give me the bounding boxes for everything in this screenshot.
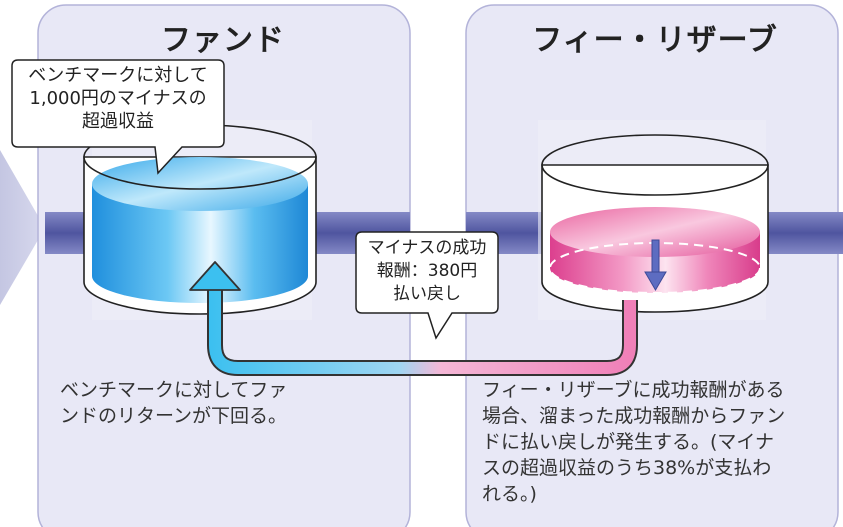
fund-callout-bubble: [11, 59, 225, 175]
transfer-callout-line: マイナスの成功: [367, 238, 487, 258]
transfer-callout-bubble: [355, 231, 499, 340]
fee-reserve-description-line: 場合、溜まった成功報酬からファン: [482, 405, 786, 427]
fee-reserve-description-line: れる。): [482, 483, 537, 505]
refund-flow-arrow: [189, 261, 638, 376]
fund-description-line: ンドのリターンが下回る。: [60, 405, 288, 427]
fee-reserve-description-line: ドに払い戻しが発生する。(マイナ: [482, 431, 775, 453]
fee-reserve-container: [541, 134, 769, 313]
transfer-callout-line: 報酬：380円: [376, 261, 478, 281]
fee-reserve-title: フィー・リザーブ: [532, 23, 778, 58]
fund-description: ベンチマークに対してファ ンドのリターンが下回る。: [60, 377, 380, 429]
decrease-arrow: [644, 239, 667, 291]
fund-title: ファンド: [161, 23, 285, 58]
transfer-callout-text: マイナスの成功 報酬：380円 払い戻し: [358, 237, 496, 306]
fee-reserve-liquid-surface: [550, 207, 760, 257]
transfer-callout-line: 払い戻し: [393, 284, 461, 304]
fund-callout-line: 1,000円のマイナスの: [29, 88, 207, 109]
fund-callout-line: ベンチマークに対して: [28, 65, 208, 86]
fund-container: [83, 124, 317, 315]
flow-chevron: [0, 150, 45, 305]
fee-reserve-description: フィー・リザーブに成功報酬がある 場合、溜まった成功報酬からファン ドに払い戻し…: [482, 377, 832, 507]
fund-liquid: [92, 184, 308, 303]
fund-liquid-surface: [92, 157, 308, 211]
fund-callout-text: ベンチマークに対して 1,000円のマイナスの 超過収益: [14, 64, 222, 133]
fund-callout-line: 超過収益: [82, 111, 154, 132]
fee-reserve-description-line: スの超過収益のうち38%が支払わ: [482, 457, 772, 479]
fee-reserve-description-line: フィー・リザーブに成功報酬がある: [482, 379, 785, 401]
fund-description-line: ベンチマークに対してファ: [60, 379, 288, 401]
